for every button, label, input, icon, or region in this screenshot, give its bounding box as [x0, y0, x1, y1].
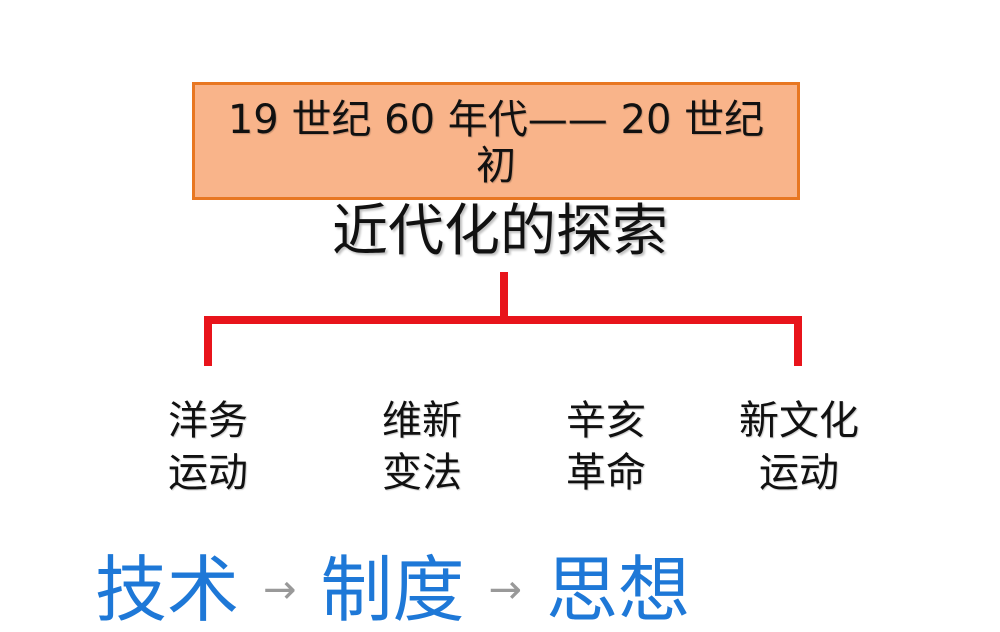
tree-connector [204, 272, 802, 366]
branch-label-line-2: 变法 [382, 450, 462, 496]
branch-label-line-2: 运动 [759, 450, 839, 496]
flow-step-thought: 思想 [546, 548, 691, 632]
branch-label-line-1: 洋务 [168, 398, 248, 444]
branch-label-line-2: 革命 [566, 450, 646, 496]
branch-new-culture: 新文化 运动 [714, 395, 884, 499]
flow-step-system: 制度 [320, 548, 465, 632]
flow-step-technology: 技术 [95, 548, 240, 632]
progression-flow: 技术 → 制度 → 思想 [95, 550, 690, 630]
branch-label-line-2: 运动 [168, 450, 248, 496]
branch-westernization: 洋务 运动 [123, 395, 293, 499]
period-box: 19 世纪 60 年代—— 20 世纪 初 [192, 82, 800, 200]
branch-revolution: 辛亥 革命 [521, 395, 691, 499]
period-line-2: 初 [476, 143, 516, 189]
arrow-right-icon: → [263, 567, 297, 613]
branch-label-line-1: 辛亥 [566, 398, 646, 444]
branch-label-line-1: 维新 [382, 398, 462, 444]
period-line-1: 19 世纪 60 年代—— 20 世纪 [227, 97, 765, 143]
branch-label-line-1: 新文化 [739, 398, 859, 444]
diagram-title: 近代化的探索 [332, 199, 668, 264]
period-text: 19 世纪 60 年代—— 20 世纪 初 [228, 97, 764, 189]
branch-reform: 维新 变法 [337, 395, 507, 499]
arrow-right-icon: → [488, 567, 523, 613]
